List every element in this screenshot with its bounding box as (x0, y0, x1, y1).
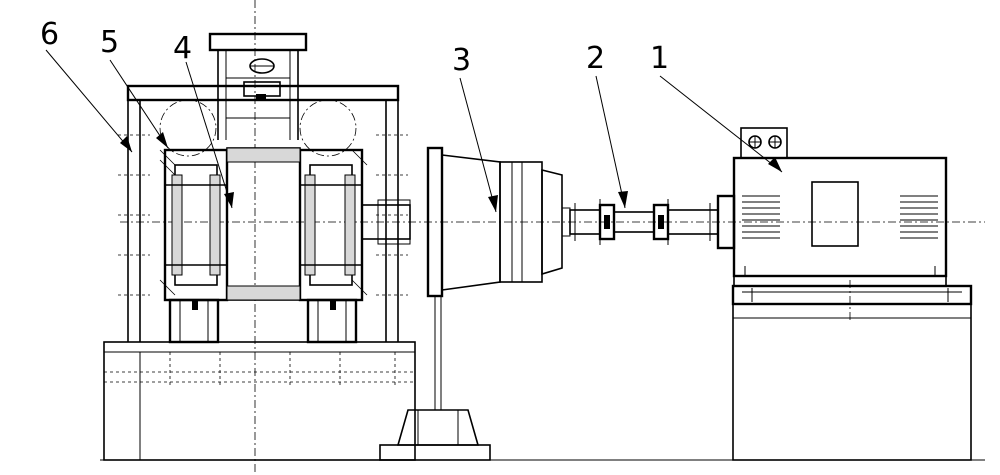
motor-cooling-fins-left (742, 195, 780, 239)
electric-motor (716, 127, 948, 287)
callout-label-1: 1 (650, 41, 669, 76)
motor-base (731, 284, 973, 461)
callout-label-4: 4 (173, 31, 192, 66)
gear-reducer (426, 146, 571, 410)
leader-arrowheads (120, 132, 782, 212)
feed-hopper (208, 32, 308, 140)
cardan-shaft (569, 199, 719, 245)
motor-cooling-fins-right (900, 195, 938, 239)
stand-frame (104, 84, 415, 343)
foundation-base (100, 341, 985, 461)
roll-housing (159, 99, 411, 344)
callout-label-6: 6 (40, 17, 59, 52)
callout-label-2: 2 (586, 41, 605, 76)
callout-label-5: 5 (100, 25, 119, 60)
callout-label-3: 3 (452, 43, 471, 78)
leader-lines (45, 49, 783, 213)
center-lines (120, 0, 985, 475)
reducer-stand (379, 409, 491, 461)
